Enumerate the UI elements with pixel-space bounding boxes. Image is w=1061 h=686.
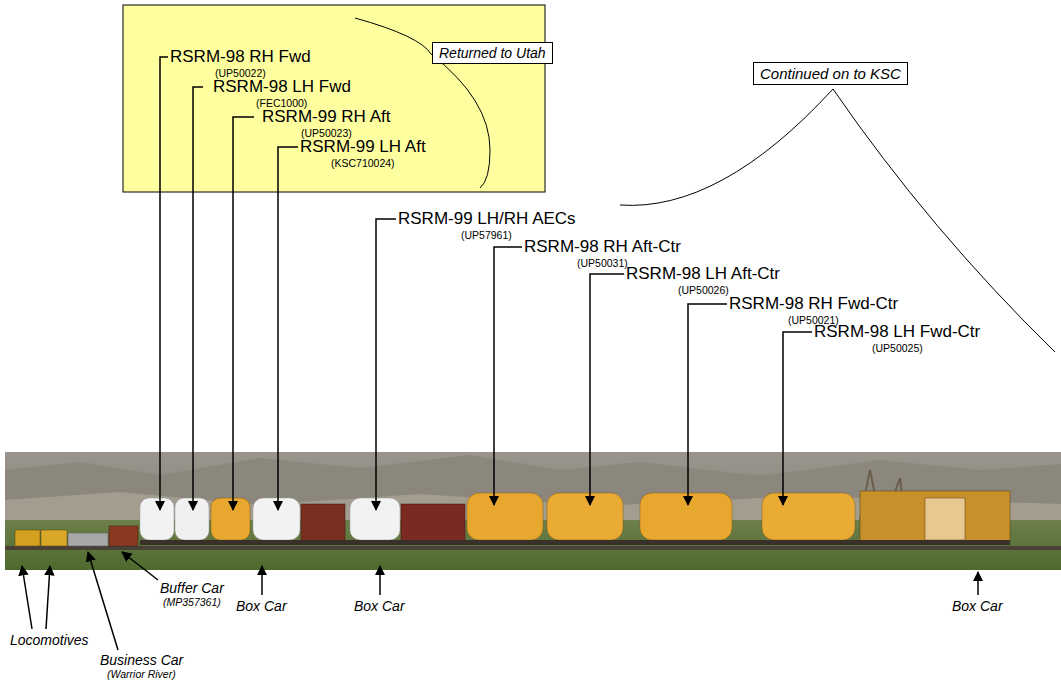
group-label: Returned to Utah <box>439 45 546 61</box>
part-label: RSRM-98 LH Fwd <box>213 77 351 97</box>
part-label: Buffer Car <box>160 580 224 596</box>
part-label: Box Car <box>236 598 287 614</box>
car-id-label: (KSC710024) <box>331 157 395 169</box>
part-label: RSRM-98 LH Aft-Ctr <box>626 264 780 284</box>
part-label: Business Car <box>100 652 183 668</box>
car-id-label: (Warrior River) <box>107 668 176 680</box>
group-brace <box>620 89 1055 352</box>
group-label: Continued on to KSC <box>760 65 901 82</box>
group-label-box: Returned to Utah <box>432 42 553 64</box>
car-id-label: (FEC1000) <box>256 97 307 109</box>
part-label: RSRM-99 LH Aft <box>300 137 426 157</box>
part-label: RSRM-98 RH Fwd <box>170 47 311 67</box>
part-label: Box Car <box>354 598 405 614</box>
part-label: RSRM-98 LH Fwd-Ctr <box>814 322 980 342</box>
part-label: Locomotives <box>10 632 89 648</box>
part-label: RSRM-98 RH Fwd-Ctr <box>729 294 898 314</box>
part-label: RSRM-99 LH/RH AECs <box>398 209 576 229</box>
photo <box>5 452 1061 570</box>
car-id-label: (UP50025) <box>872 342 923 354</box>
part-label: RSRM-99 RH Aft <box>262 107 390 127</box>
car-id-label: (UP50031) <box>577 257 628 269</box>
group-label-box: Continued on to KSC <box>753 62 908 85</box>
returned-group-band <box>123 5 545 192</box>
car-id-label: (UP50026) <box>678 284 729 296</box>
car-id-label: (UP50022) <box>215 67 266 79</box>
car-id-label: (UP50023) <box>301 127 352 139</box>
part-label: Box Car <box>952 598 1003 614</box>
leader-lines <box>22 57 978 650</box>
car-id-label: (UP57961) <box>461 229 512 241</box>
car-id-label: (MP357361) <box>163 596 221 608</box>
part-label: RSRM-98 RH Aft-Ctr <box>524 237 681 257</box>
